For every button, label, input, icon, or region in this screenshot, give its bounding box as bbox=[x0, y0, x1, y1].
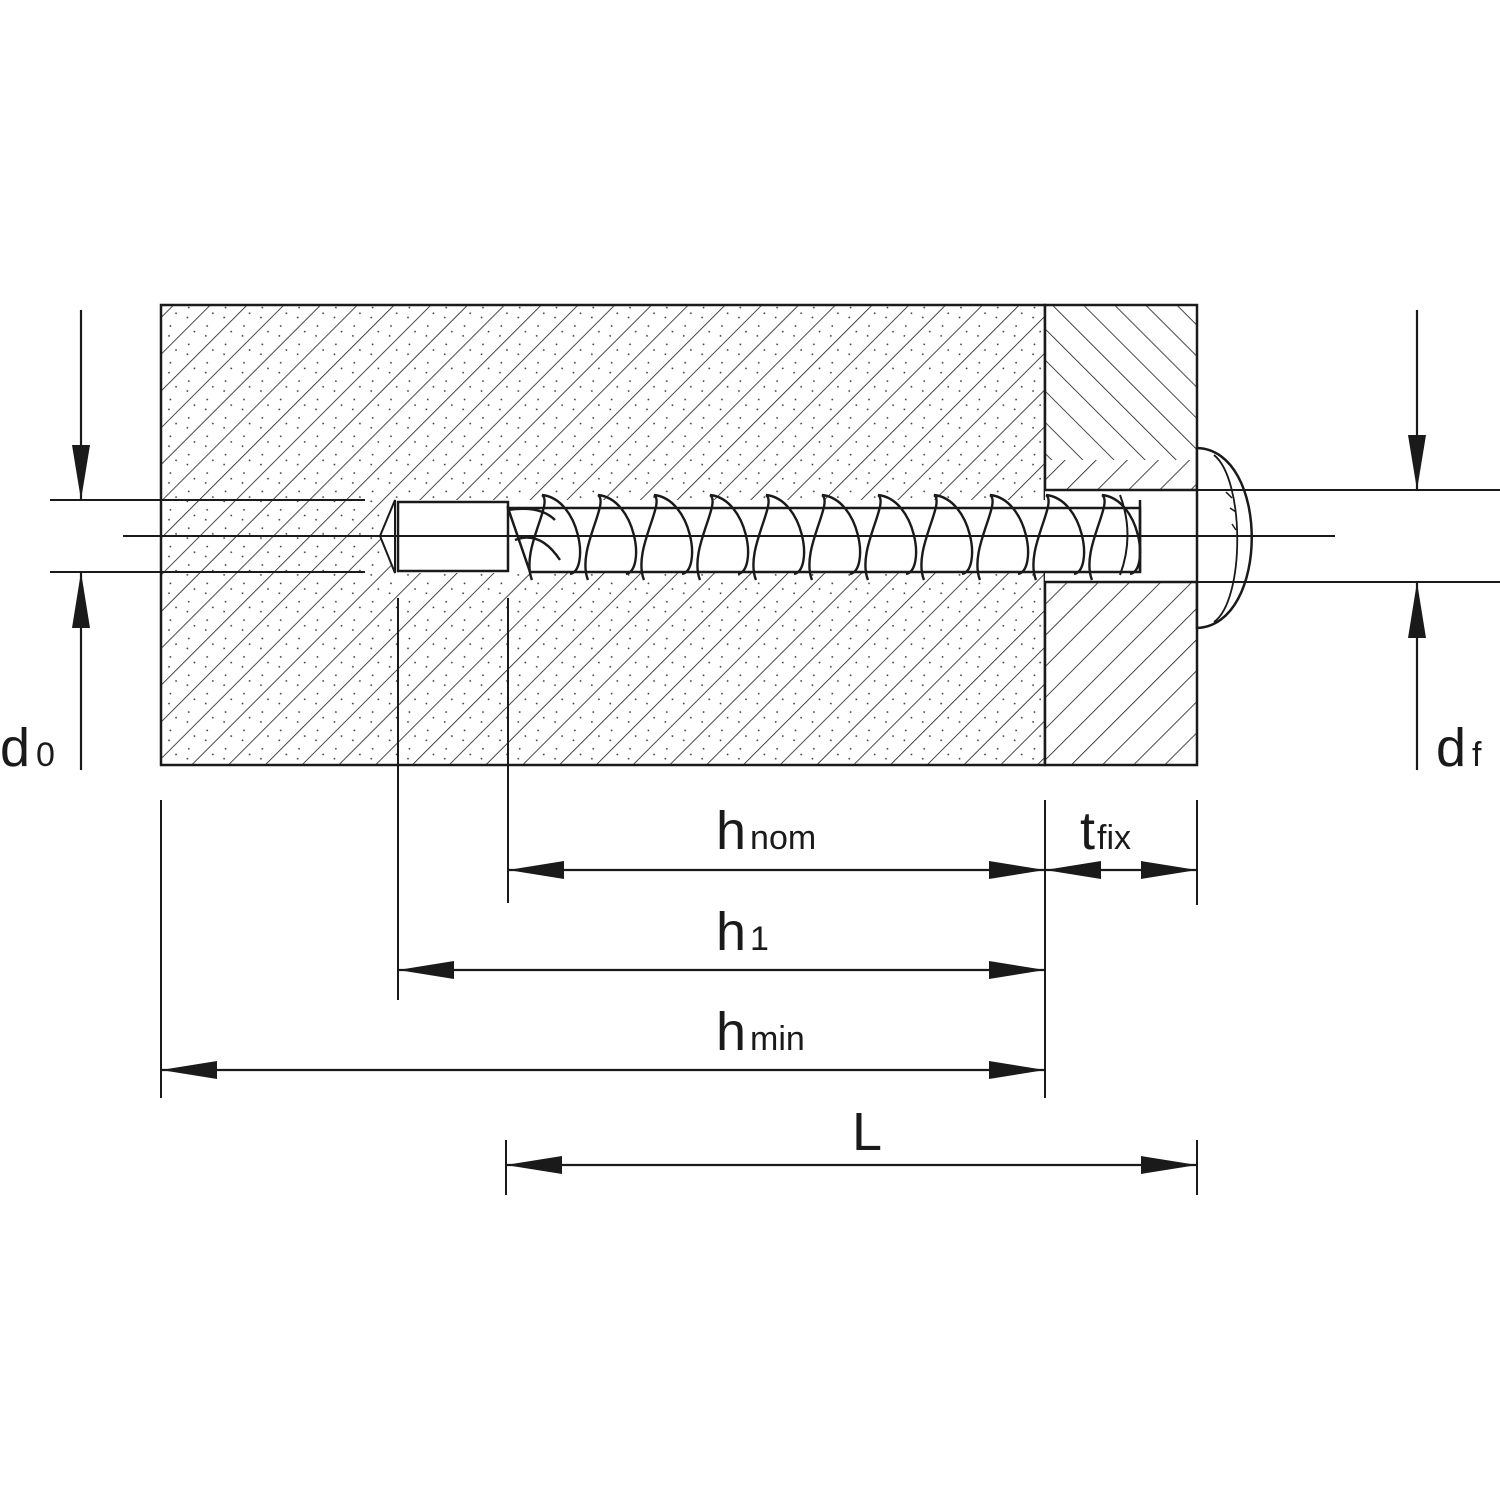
hnom-label-main: h bbox=[716, 801, 746, 861]
thread-flight bbox=[640, 494, 658, 581]
svg-text:h1: h1 bbox=[716, 902, 769, 962]
svg-text:tfix: tfix bbox=[1080, 801, 1131, 861]
thread-flight bbox=[752, 494, 770, 581]
thread-flight-back bbox=[989, 493, 1030, 576]
thread-flight-back bbox=[1101, 493, 1142, 576]
h1-label-sub: 1 bbox=[750, 920, 769, 958]
thread-flight bbox=[920, 494, 938, 581]
L-label: L bbox=[852, 1102, 882, 1162]
thread-flight bbox=[808, 494, 826, 581]
dimension-tfix: tfix bbox=[1045, 801, 1197, 879]
tfix-label-main: t bbox=[1080, 801, 1095, 861]
thread-flight bbox=[864, 494, 882, 581]
thread-flight bbox=[528, 494, 546, 581]
extension-lines bbox=[160, 598, 1198, 1195]
hmin-label-main: h bbox=[716, 1002, 746, 1062]
screw-threads bbox=[507, 493, 1142, 581]
thread-flight-back bbox=[1045, 493, 1086, 576]
thread-flight bbox=[696, 494, 714, 581]
df-label-sub: f bbox=[1472, 736, 1482, 774]
thread-flight-back bbox=[597, 493, 638, 576]
thread-flight bbox=[1032, 494, 1050, 581]
thread-flight-back bbox=[709, 493, 750, 576]
svg-text:d0: d0 bbox=[0, 718, 55, 778]
thread-flight bbox=[976, 494, 994, 581]
d0-label-main: d bbox=[0, 718, 30, 778]
thread-flight bbox=[584, 494, 602, 581]
thread-flight-back bbox=[653, 493, 694, 576]
hmin-label-sub: min bbox=[750, 1020, 805, 1058]
d0-label-sub: 0 bbox=[36, 736, 55, 774]
thread-flight-back bbox=[877, 493, 918, 576]
thread-flight-back bbox=[821, 493, 862, 576]
svg-text:df: df bbox=[1436, 718, 1482, 778]
hnom-label-sub: nom bbox=[750, 819, 816, 857]
thread-flight-back bbox=[541, 493, 582, 576]
dimension-L: L bbox=[506, 1102, 1197, 1174]
thread-flight-back bbox=[765, 493, 806, 576]
df-label-main: d bbox=[1436, 718, 1466, 778]
tfix-label-sub: fix bbox=[1097, 819, 1131, 857]
thread-flight-back bbox=[933, 493, 974, 576]
thread-flight bbox=[1088, 494, 1106, 581]
h1-label-main: h bbox=[716, 902, 746, 962]
thread-tip bbox=[507, 507, 561, 561]
